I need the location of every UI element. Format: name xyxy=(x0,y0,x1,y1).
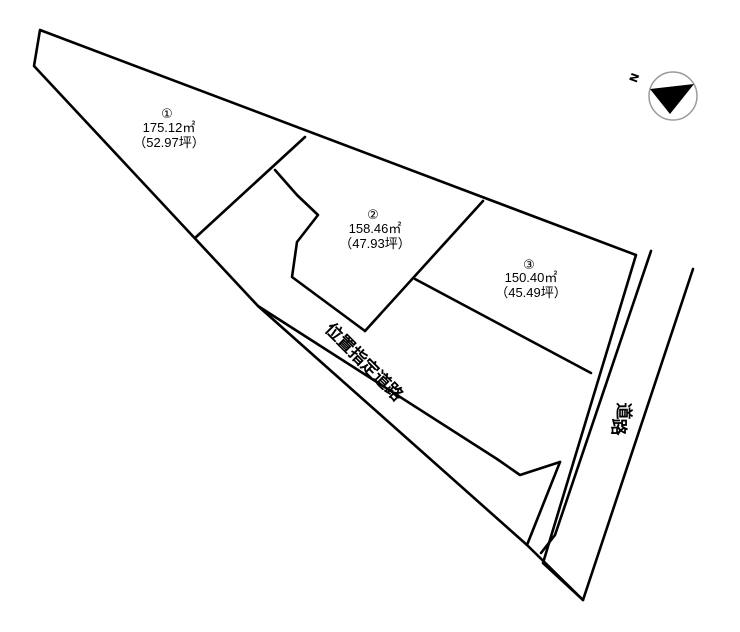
lot-2-area-sqm: 158.46㎡ xyxy=(349,221,402,236)
lot-2-boundary xyxy=(273,168,367,333)
public-road-char-2: 路 xyxy=(608,419,629,437)
lot-3-area-tsubo: （45.49坪） xyxy=(495,285,567,300)
public-road-char-1: 道 xyxy=(613,403,634,420)
lot-1-number: ① xyxy=(161,106,173,121)
lot-1-area-sqm: 175.12㎡ xyxy=(143,120,196,135)
lot-2-area-tsubo: （47.93坪） xyxy=(339,236,411,251)
north-compass: N xyxy=(627,71,698,121)
lot-2-number: ② xyxy=(367,207,379,222)
lot-1-boundary xyxy=(193,135,307,240)
public-road-west-edge xyxy=(539,249,653,555)
lot-3-number: ③ xyxy=(523,257,535,272)
lot-3-boundary xyxy=(413,277,593,375)
outer-boundary xyxy=(32,28,638,602)
compass-north-label: N xyxy=(627,71,642,84)
public-road-label: 道 路 xyxy=(608,403,634,437)
lot-1-area-tsubo: （52.97坪） xyxy=(133,135,205,150)
lot-3-area-sqm: 150.40㎡ xyxy=(505,270,558,285)
designated-road-edge xyxy=(256,304,562,477)
lot-2-3-boundary xyxy=(363,199,485,333)
designated-road-inner-edge xyxy=(525,460,562,547)
north-arrow-icon xyxy=(650,84,694,114)
public-road-east-edge xyxy=(581,267,695,602)
